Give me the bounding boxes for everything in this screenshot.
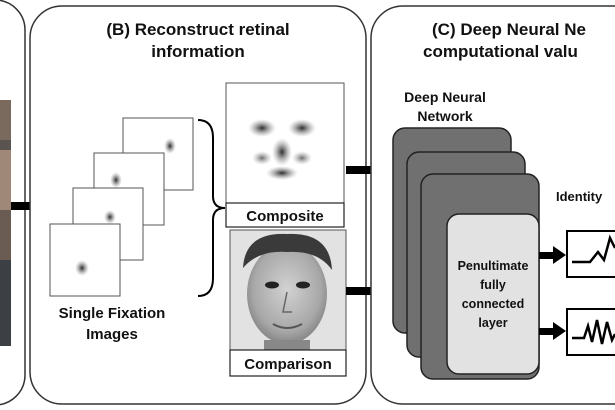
panel-c-title-line1: (C) Deep Neural Ne <box>432 20 586 39</box>
network-label-line2: Network <box>417 108 472 124</box>
fixation-image-stack <box>49 117 194 297</box>
network-layer-stack <box>392 127 540 380</box>
panel-c: (C) Deep Neural Ne computational valu De… <box>370 5 615 405</box>
panel-b: (B) Reconstruct retinal information Sing… <box>29 5 367 405</box>
identity-label: Identity <box>556 189 603 204</box>
fixation-label-line2: Images <box>86 326 138 343</box>
composite-image <box>225 82 345 206</box>
layer-label-line3: connected <box>462 297 525 311</box>
arrow-output-comparison <box>539 322 566 340</box>
fixation-image-1 <box>49 223 121 297</box>
comparison-label-box <box>229 349 347 377</box>
grouping-bracket <box>197 119 226 297</box>
composite-label: Composite <box>246 208 324 225</box>
comparison-label: Comparison <box>244 356 332 373</box>
composite-label-box <box>225 202 345 228</box>
layer-label-line1: Penultimate <box>458 259 529 273</box>
activation-output-comparison <box>566 308 615 356</box>
network-label-line1: Deep Neural <box>404 89 486 105</box>
penultimate-layer-box <box>446 213 540 375</box>
arrow-output-composite <box>539 246 566 264</box>
photo-crop <box>0 100 11 346</box>
panel-b-title-line2: information <box>151 42 245 61</box>
panel-c-title-line2: computational valu <box>423 42 578 61</box>
layer-label-line4: layer <box>478 316 507 330</box>
comparison-face-image <box>229 229 347 351</box>
layer-label-line2: fully <box>480 278 506 292</box>
fixation-label-line1: Single Fixation <box>59 305 166 322</box>
panel-b-title-line1: (B) Reconstruct retinal <box>106 20 289 39</box>
activation-output-composite <box>566 230 615 278</box>
